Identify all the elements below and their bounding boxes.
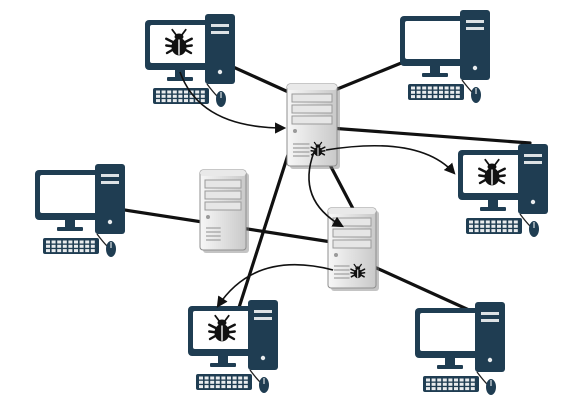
keyboard-icon — [466, 218, 522, 234]
network-link — [328, 126, 532, 145]
power-led — [293, 129, 297, 133]
network-link — [233, 131, 297, 322]
keyboard-icon — [43, 238, 99, 254]
computer-top-right — [400, 10, 490, 103]
mouse-cable — [461, 79, 473, 93]
drive-bay — [291, 93, 333, 103]
computer-bottom-left — [188, 300, 278, 393]
drive-bay — [332, 239, 372, 249]
server-top — [286, 83, 340, 169]
mouse-icon — [529, 221, 539, 237]
monitor-base — [210, 363, 236, 367]
mouse-cable — [96, 233, 108, 247]
computer-left — [35, 164, 125, 257]
keyboard-icon — [423, 376, 479, 392]
computer-top-left — [145, 14, 235, 107]
mouse-cable — [249, 369, 261, 383]
monitor-stand — [430, 66, 440, 74]
monitor-stand — [445, 358, 455, 366]
monitor-stand — [488, 200, 498, 208]
drive-bay — [204, 201, 242, 211]
power-led — [206, 215, 210, 219]
monitor-base — [167, 77, 193, 81]
infection-arrow — [216, 263, 334, 308]
mouse-icon — [259, 377, 269, 393]
monitor-base — [57, 227, 83, 231]
infection-arrow — [179, 71, 287, 134]
screen — [420, 313, 478, 351]
screen — [40, 175, 98, 213]
drive-bay — [204, 179, 242, 189]
drive-bay — [291, 104, 333, 114]
mouse-icon — [216, 91, 226, 107]
screen — [405, 21, 463, 59]
network-link — [368, 263, 482, 317]
keyboard-icon — [153, 88, 209, 104]
keyboard-icon — [408, 84, 464, 100]
infection-paths — [179, 71, 456, 308]
mouse-icon — [106, 241, 116, 257]
bug-icon — [208, 314, 236, 342]
bug-icon — [350, 263, 366, 279]
power-led — [334, 253, 338, 257]
infection-arrow — [308, 151, 344, 228]
monitor-stand — [218, 356, 228, 364]
keyboard-icon — [196, 374, 252, 390]
computer-right — [458, 144, 548, 237]
drive-bay — [291, 115, 333, 125]
bug-icon — [165, 28, 193, 56]
monitor-base — [437, 365, 463, 369]
server-left — [199, 169, 249, 253]
drive-bay — [204, 190, 242, 200]
monitor-stand — [65, 220, 75, 228]
mouse-icon — [471, 87, 481, 103]
mouse-cable — [476, 371, 488, 385]
monitor-base — [422, 73, 448, 77]
computer-bottom-right — [415, 302, 505, 395]
mouse-cable — [206, 83, 218, 97]
server-bottom — [327, 207, 379, 291]
mouse-cable — [519, 213, 531, 227]
mouse-icon — [486, 379, 496, 395]
bug-icon — [478, 158, 506, 186]
bug-icon — [310, 141, 326, 157]
drive-bay — [332, 228, 372, 238]
network-nodes — [35, 10, 548, 395]
infection-arrow — [325, 145, 456, 175]
monitor-base — [480, 207, 506, 211]
